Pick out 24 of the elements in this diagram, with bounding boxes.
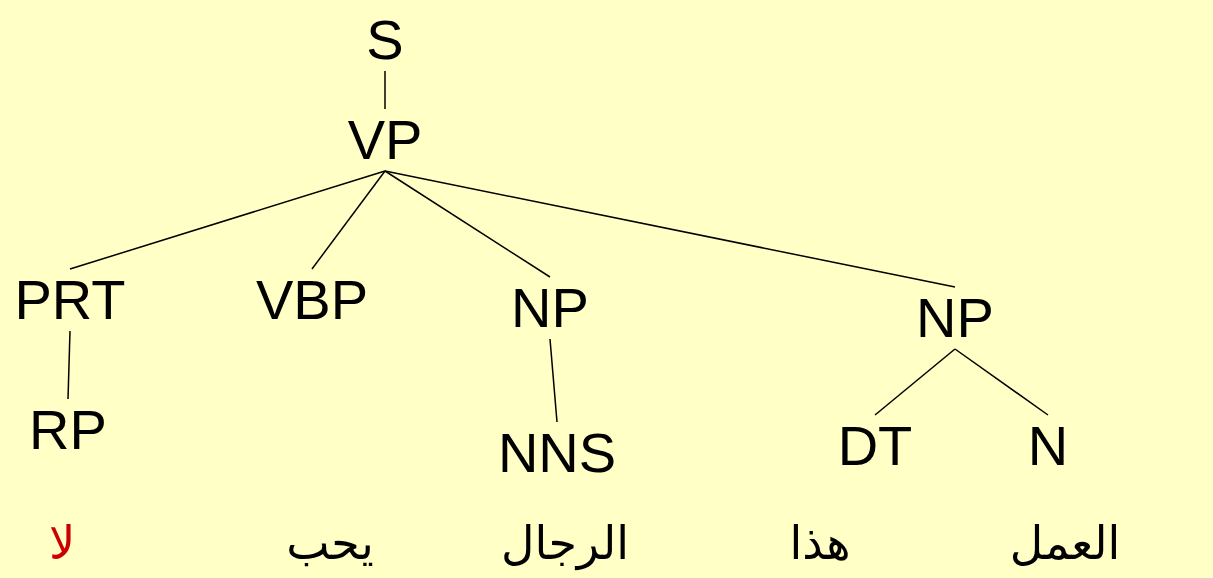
tree-label: VBP xyxy=(255,268,369,331)
tree-label: NNS xyxy=(497,421,617,484)
word-label: لا xyxy=(48,517,76,569)
tree-branch xyxy=(384,70,386,110)
tree-branch xyxy=(67,330,71,400)
tree-label: NP xyxy=(511,276,589,339)
tree-label: N xyxy=(1027,414,1069,477)
word-label: العمل xyxy=(1009,517,1121,569)
tree-label: DT xyxy=(837,414,913,477)
tree-label: RP xyxy=(29,398,107,461)
word-label: الرجال xyxy=(500,517,630,569)
tree-branch xyxy=(549,338,558,423)
tree-branch xyxy=(874,348,956,416)
tree-branch xyxy=(384,170,956,288)
tree-branch xyxy=(311,170,386,270)
tree-label: S xyxy=(366,8,404,71)
tree-branch xyxy=(954,348,1049,416)
tree-label: PRT xyxy=(14,268,126,331)
tree-label: NP xyxy=(916,286,994,349)
word-label: هذا xyxy=(789,517,851,569)
tree-branch xyxy=(384,170,551,278)
word-label: يحب xyxy=(286,517,374,569)
tree-label: VP xyxy=(347,108,423,171)
tree-branch xyxy=(69,170,386,270)
